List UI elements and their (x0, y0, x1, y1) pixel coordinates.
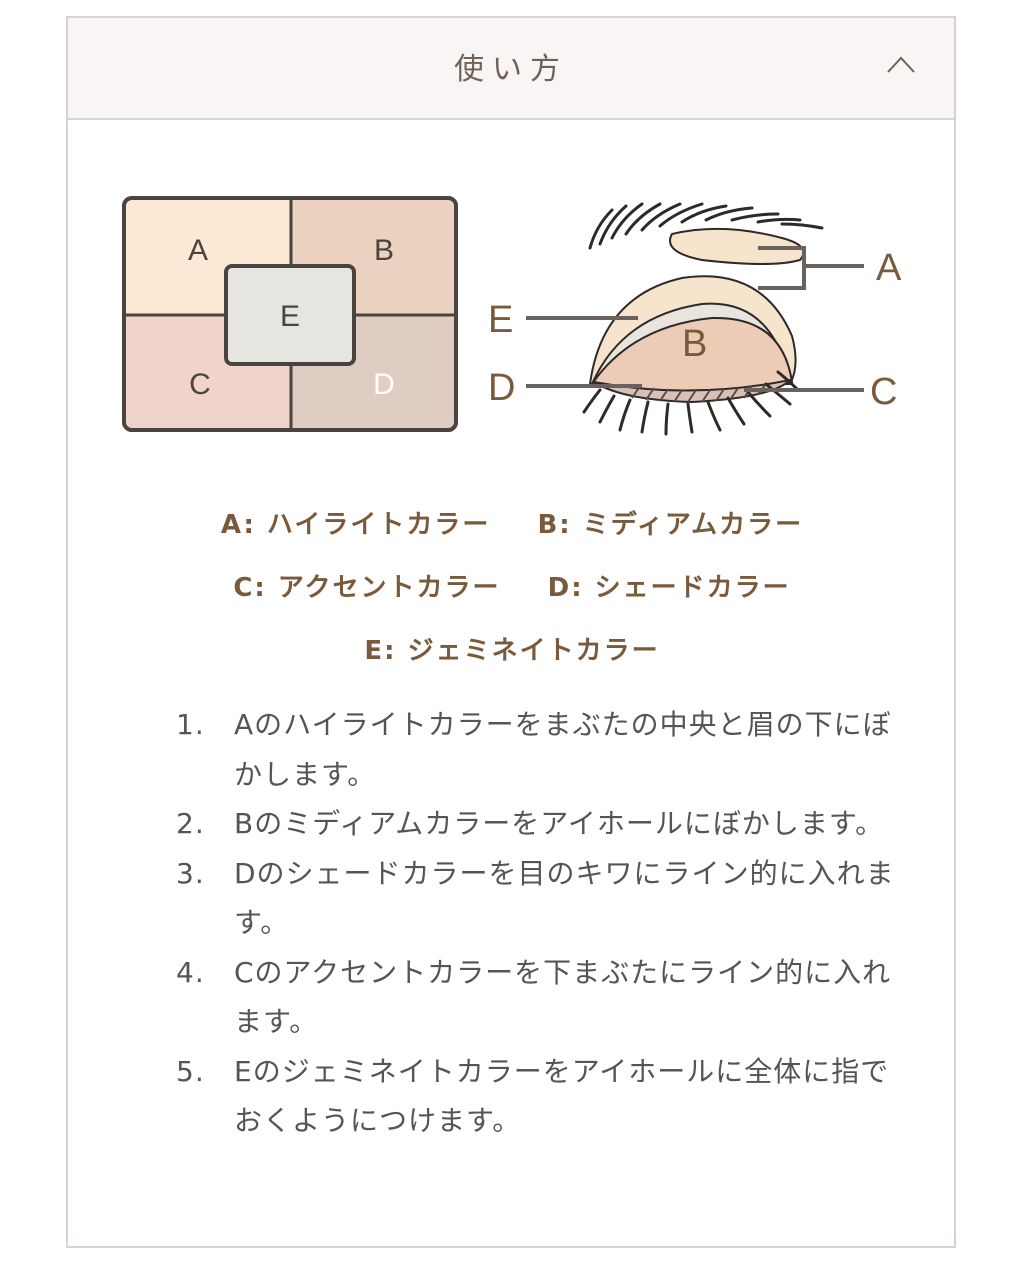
eye-label-d: D (488, 367, 515, 409)
svg-text:D: D (373, 368, 395, 401)
step-item: 5.Eのジェミネイトカラーをアイホールに全体に指でおくようにつけます。 (176, 1054, 890, 1138)
eye-label-a: A (876, 247, 902, 289)
legend-item-b: B: ミディアムカラー (537, 510, 804, 540)
palette-diagram: A B E C D (122, 196, 458, 432)
legend-row-1: A: ハイライトカラー B: ミディアムカラー (0, 504, 1024, 541)
usage-steps-list: 1.Aのハイライトカラーをまぶたの中央と眉の下にぼかします。 2.Bのミディアム… (176, 700, 896, 1146)
legend-item-e: E: ジェミネイトカラー (364, 636, 660, 666)
svg-text:E: E (280, 300, 300, 333)
legend-item-d: D: シェードカラー (547, 573, 791, 603)
svg-text:C: C (189, 368, 211, 401)
legend-item-a: A: ハイライトカラー (220, 510, 491, 540)
step-item: 4.Cのアクセントカラーを下まぶたにライン的に入れます。 (176, 955, 892, 1039)
legend-item-c: C: アクセントカラー (233, 573, 501, 603)
legend-row-3: E: ジェミネイトカラー (0, 630, 1024, 667)
svg-text:A: A (188, 234, 208, 267)
chevron-up-icon[interactable] (886, 52, 916, 76)
step-item: 2.Bのミディアムカラーをアイホールにぼかします。 (176, 807, 885, 840)
eye-label-e: E (488, 299, 513, 341)
accordion-title: 使い方 (454, 52, 568, 87)
accordion-header[interactable]: 使い方 (68, 18, 954, 120)
legend-row-2: C: アクセントカラー D: シェードカラー (0, 567, 1024, 604)
eye-label-b: B (682, 323, 707, 365)
step-item: 1.Aのハイライトカラーをまぶたの中央と眉の下にぼかします。 (176, 708, 892, 791)
palette-cell-e (224, 264, 356, 366)
eye-label-c: C (870, 371, 897, 413)
eye-diagram: A E B D C (488, 202, 902, 436)
step-item: 3.Dのシェードカラーを目のキワにライン的に入れます。 (176, 856, 895, 940)
svg-text:B: B (374, 234, 394, 267)
